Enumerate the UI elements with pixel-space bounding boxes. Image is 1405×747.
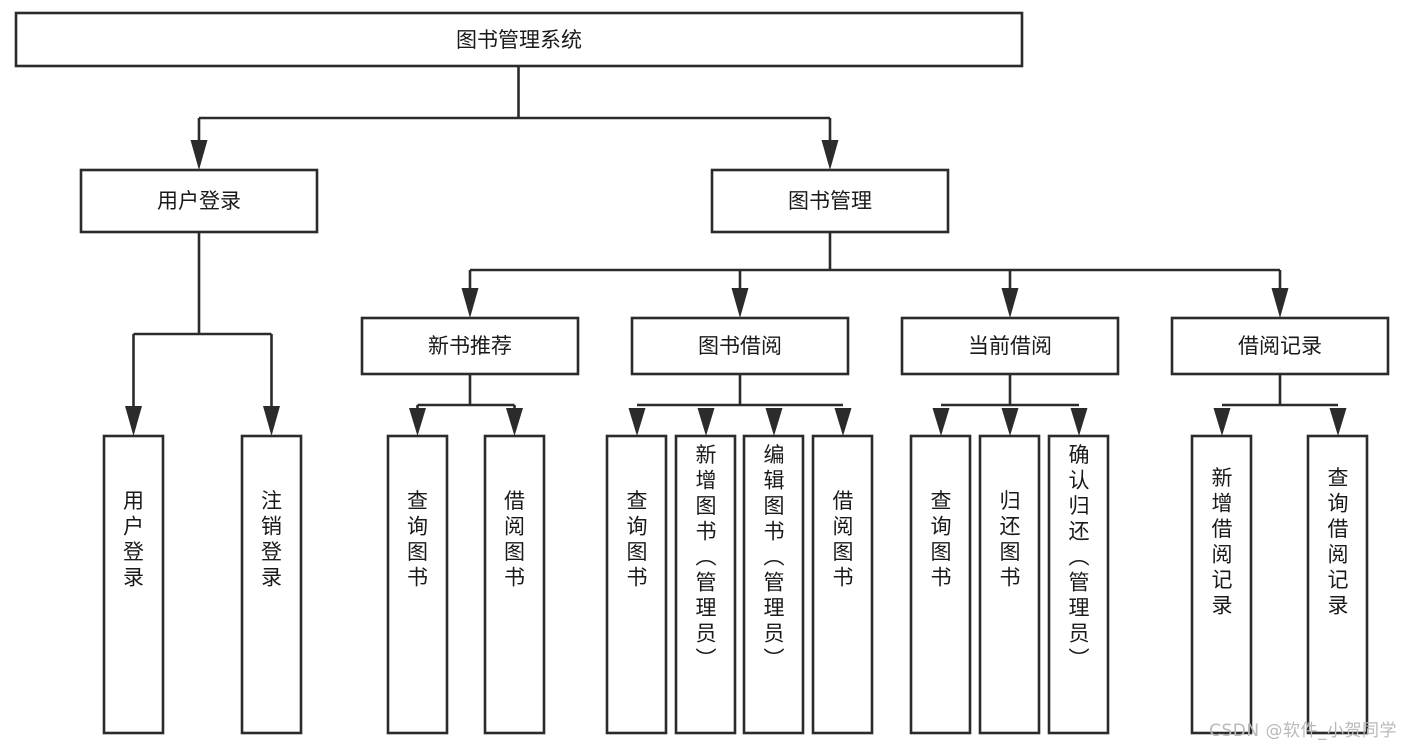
watermark-text: CSDN @软件_小贺同学	[1209, 721, 1397, 741]
arrow-head-borrow-record	[1271, 288, 1289, 318]
node-book-manage-box[interactable]	[710, 168, 950, 234]
node-book-borrow-label: 图书借阅	[698, 334, 782, 358]
arrow-head-leaf-query-book-1	[409, 408, 426, 436]
node-leaf-query-book-1-box[interactable]	[386, 434, 449, 735]
node-root-label: 图书管理系统	[456, 28, 582, 52]
node-leaf-add-book-box[interactable]	[674, 434, 737, 735]
node-book-manage[interactable]: 图书管理	[710, 168, 950, 234]
node-leaf-query-book-2-label: 查询图书	[627, 489, 648, 590]
node-user-login-box[interactable]	[79, 168, 319, 234]
arrow-head-leaf-user-logout	[263, 406, 280, 436]
arrow-head-new-book-recommend	[461, 288, 479, 318]
node-leaf-borrow-book-1-label: 借阅图书	[504, 489, 525, 590]
node-borrow-record[interactable]: 借阅记录	[1170, 316, 1390, 376]
node-leaf-query-book-3-label: 查询图书	[931, 489, 952, 590]
node-book-borrow[interactable]: 图书借阅	[630, 316, 850, 376]
arrow-head-leaf-query-book-2	[628, 408, 646, 436]
arrow-head-leaf-edit-book	[765, 408, 783, 436]
node-leaf-query-record-box[interactable]	[1306, 434, 1369, 735]
node-leaf-confirm-return-box[interactable]	[1047, 434, 1110, 735]
node-leaf-borrow-book-2[interactable]: 借阅图书	[811, 434, 874, 735]
connector-group-book-manage	[461, 232, 1289, 318]
arrow-head-book-borrow	[731, 288, 749, 318]
node-leaf-confirm-return-label: 确认归还︵管理员︶	[1069, 443, 1090, 671]
arrow-head-leaf-user-login	[125, 406, 142, 436]
node-leaf-add-record-box[interactable]	[1190, 434, 1253, 735]
arrow-head-current-borrow	[1001, 288, 1019, 318]
node-borrow-record-box[interactable]	[1170, 316, 1390, 376]
arrow-head-book-manage	[821, 140, 839, 170]
connector-group-borrow-record	[1213, 374, 1347, 436]
connector-group-new-book-recommend	[409, 374, 523, 436]
node-leaf-user-login-label: 用户登录	[123, 489, 144, 590]
node-leaf-edit-book-box[interactable]	[742, 434, 805, 735]
connector-group-book-borrow	[628, 374, 852, 436]
node-leaf-add-record-label: 新增借阅记录	[1212, 466, 1233, 618]
node-leaf-return-book[interactable]: 归还图书	[978, 434, 1041, 735]
node-leaf-borrow-book-1[interactable]: 借阅图书	[483, 434, 546, 735]
node-leaf-query-book-3[interactable]: 查询图书	[909, 434, 972, 735]
node-leaf-query-book-3-box[interactable]	[909, 434, 972, 735]
node-leaf-user-logout-box[interactable]	[240, 434, 303, 735]
node-new-book-recommend[interactable]: 新书推荐	[360, 316, 580, 376]
node-leaf-user-logout[interactable]: 注销登录	[240, 434, 303, 735]
arrow-head-leaf-borrow-book-1	[506, 408, 523, 436]
connector-group-user-login	[125, 232, 280, 436]
arrow-head-leaf-add-record	[1213, 408, 1231, 436]
node-leaf-query-record-label: 查询借阅记录	[1328, 466, 1349, 618]
node-leaf-edit-book[interactable]: 编辑图书︵管理员︶	[742, 434, 805, 735]
node-leaf-query-book-1[interactable]: 查询图书	[386, 434, 449, 735]
arrow-head-user-login	[190, 140, 208, 170]
node-leaf-return-book-label: 归还图书	[1000, 489, 1021, 590]
node-user-login-label: 用户登录	[157, 189, 241, 213]
node-book-manage-label: 图书管理	[788, 189, 872, 213]
node-leaf-add-book[interactable]: 新增图书︵管理员︶	[674, 434, 737, 735]
node-current-borrow-box[interactable]	[900, 316, 1120, 376]
node-leaf-add-record[interactable]: 新增借阅记录	[1190, 434, 1253, 735]
node-root-box[interactable]	[14, 11, 1024, 68]
node-leaf-return-book-box[interactable]	[978, 434, 1041, 735]
arrow-head-leaf-confirm-return	[1070, 408, 1088, 436]
node-leaf-confirm-return[interactable]: 确认归还︵管理员︶	[1047, 434, 1110, 735]
node-leaf-edit-book-label: 编辑图书︵管理员︶	[764, 443, 785, 671]
node-book-borrow-box[interactable]	[630, 316, 850, 376]
arrow-head-leaf-return-book	[1001, 408, 1019, 436]
node-leaf-borrow-book-1-box[interactable]	[483, 434, 546, 735]
arrow-head-leaf-borrow-book-2	[834, 408, 852, 436]
connector-group-root	[190, 66, 839, 170]
node-leaf-query-book-2-box[interactable]	[605, 434, 668, 735]
arrow-head-leaf-query-record	[1329, 408, 1347, 436]
node-leaf-user-login-box[interactable]	[102, 434, 165, 735]
connector-group-current-borrow	[932, 374, 1088, 436]
node-borrow-record-label: 借阅记录	[1238, 334, 1322, 358]
node-leaf-borrow-book-2-box[interactable]	[811, 434, 874, 735]
node-leaf-borrow-book-2-label: 借阅图书	[833, 489, 854, 590]
node-current-borrow[interactable]: 当前借阅	[900, 316, 1120, 376]
node-new-book-recommend-label: 新书推荐	[428, 334, 512, 358]
arrow-head-leaf-add-book	[697, 408, 715, 436]
node-root[interactable]: 图书管理系统	[14, 11, 1024, 68]
node-user-login[interactable]: 用户登录	[79, 168, 319, 234]
node-leaf-query-book-1-label: 查询图书	[407, 489, 428, 590]
node-leaf-user-logout-label: 注销登录	[261, 489, 282, 590]
node-leaf-user-login[interactable]: 用户登录	[102, 434, 165, 735]
node-new-book-recommend-box[interactable]	[360, 316, 580, 376]
node-leaf-add-book-label: 新增图书︵管理员︶	[696, 443, 717, 671]
arrow-head-leaf-query-book-3	[932, 408, 950, 436]
node-leaf-query-book-2[interactable]: 查询图书	[605, 434, 668, 735]
node-current-borrow-label: 当前借阅	[968, 334, 1052, 358]
node-leaf-query-record[interactable]: 查询借阅记录	[1306, 434, 1369, 735]
